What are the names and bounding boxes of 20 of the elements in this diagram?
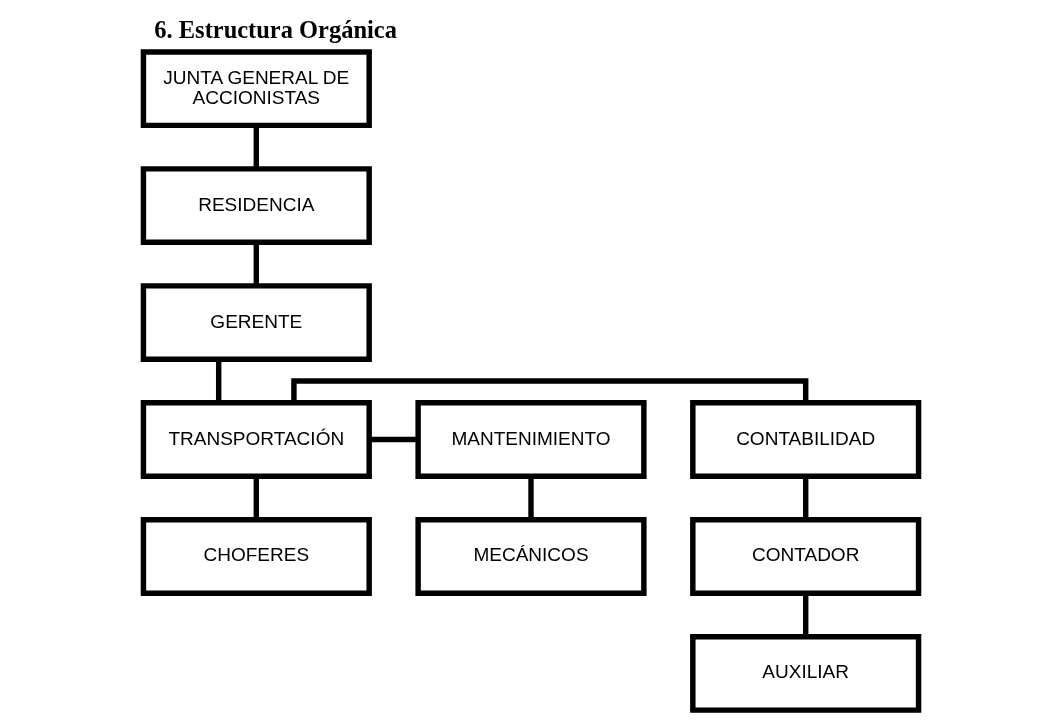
connector	[253, 242, 260, 286]
node-box: JUNTA GENERAL DE ACCIONISTAS	[140, 49, 372, 129]
connector	[369, 436, 419, 443]
connector	[802, 476, 809, 520]
node-box: GERENTE	[140, 283, 372, 362]
node-box: MANTENIMIENTO	[415, 400, 647, 479]
node-box: RESIDENCIA	[140, 166, 372, 246]
diagram-title: 6. Estructura Orgánica	[154, 15, 397, 43]
connector	[253, 125, 260, 169]
connector	[528, 476, 534, 520]
connector	[253, 476, 260, 520]
node-box: CHOFERES	[140, 517, 372, 596]
node-box: AUXILIAR	[690, 633, 922, 713]
node-box: CONTABILIDAD	[690, 400, 922, 479]
node-box: MECÁNICOS	[415, 517, 647, 596]
connector	[291, 378, 809, 403]
node-box: CONTADOR	[690, 517, 922, 596]
connector	[802, 593, 809, 637]
connector	[215, 359, 222, 403]
node-box: TRANSPORTACIÓN	[140, 400, 372, 479]
